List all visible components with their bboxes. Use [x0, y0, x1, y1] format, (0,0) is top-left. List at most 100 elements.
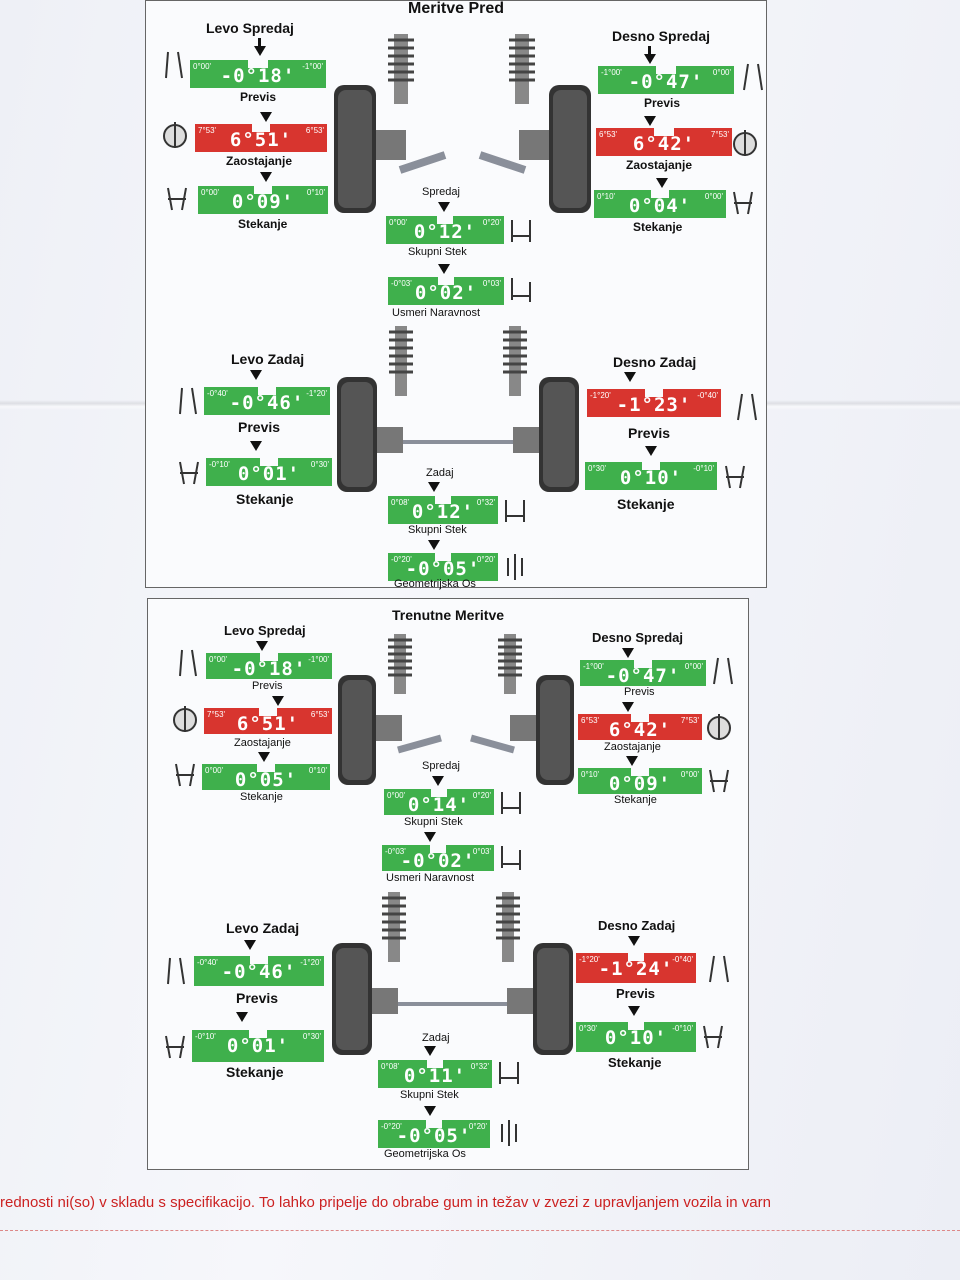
- gauge-label: Usmeri Naravnost: [392, 307, 481, 319]
- gauge-max: 0°32': [470, 1062, 489, 1071]
- gauge-label: Zaostajanje: [226, 154, 293, 168]
- gauge-rear-right-camber: 0°30'-0°10'0°10': [585, 462, 717, 490]
- gauge-min: 0°00': [209, 655, 228, 664]
- gauge-min: 0°10': [581, 770, 600, 779]
- gauge-max: 0°20': [468, 1122, 487, 1131]
- gauge-front-left-toe: 0°00'-1°00'-0°18': [206, 653, 332, 680]
- gauge-value: 0°09': [231, 191, 295, 213]
- gauge-value: 6°51': [229, 129, 293, 151]
- gauge-front-left-toe: 0°00'-1°00'-0°18': [190, 60, 326, 88]
- pointer-arrow: [424, 1106, 436, 1116]
- gauge-max: -0°40': [672, 955, 693, 964]
- gauge-front-right-toe: -1°00'0°00'-0°47': [580, 660, 706, 687]
- gauge-rear-right-toe: -1°20'-0°40'-1°23': [587, 389, 721, 417]
- pointer-arrow: [260, 172, 272, 182]
- gauge-label: Stekanje: [226, 1064, 284, 1080]
- gauge-value: 6°42': [608, 719, 672, 741]
- thrust-angle-icon: [501, 1120, 517, 1146]
- caster-wheel-icon: [173, 706, 197, 732]
- gauge-rear-left-toe: -0°40'-1°20'-0°46': [194, 956, 324, 986]
- gauge-max: -1°20': [306, 389, 327, 398]
- gauge-min: 0°00': [201, 188, 220, 197]
- gauge-min: 0°30': [588, 464, 607, 473]
- gauge-label: Geometrijska Os: [394, 578, 476, 590]
- gauge-front-right-toe: -1°00'0°00'-0°47': [598, 66, 734, 94]
- gauge-front-right-camber: 0°10'0°00'0°04': [594, 190, 726, 218]
- caster-wheel-icon: [163, 122, 187, 148]
- gauge-max: -0°10': [672, 1024, 693, 1033]
- pointer-arrow: [644, 54, 656, 64]
- pointer-arrow: [628, 936, 640, 946]
- pointer-arrow: [428, 482, 440, 492]
- gauge-value: 0°12': [413, 221, 477, 243]
- gauge-max: 0°10': [306, 188, 325, 197]
- rear-right-title: Desno Zadaj: [598, 918, 676, 933]
- gauge-min: -0°10': [195, 1032, 216, 1041]
- toe-icon: [709, 955, 729, 983]
- pointer-arrow: [244, 940, 256, 950]
- pointer-arrow: [250, 441, 262, 451]
- gauge-max: 0°00': [712, 68, 731, 77]
- pointer-arrow: [622, 648, 634, 658]
- gauge-label: Stekanje: [240, 791, 283, 803]
- pointer-arrow: [438, 264, 450, 274]
- pointer-arrow: [424, 1046, 436, 1056]
- gauge-value: 0°01': [226, 1035, 290, 1057]
- pointer-arrow: [250, 370, 262, 380]
- gauge-max: 7°53': [680, 716, 699, 725]
- gauge-max: 0°00': [704, 192, 723, 201]
- gauge-label: Skupni Stek: [408, 246, 467, 258]
- caster-wheel-icon: [707, 714, 731, 740]
- gauge-min: 0°10': [597, 192, 616, 201]
- gauge-min: -1°20': [579, 955, 600, 964]
- section-title: Trenutne Meritve: [392, 607, 505, 623]
- gauge-min: 0°30': [579, 1024, 598, 1033]
- pointer-arrow: [438, 202, 450, 212]
- gauge-label: Previs: [240, 90, 277, 104]
- gauge-min: -0°20': [381, 1122, 402, 1131]
- gauge-min: -0°20': [391, 555, 412, 564]
- gauge-max: -1°20': [300, 958, 321, 967]
- gauge-label: Skupni Stek: [400, 1089, 459, 1101]
- gauge-front-left-caster: 7°53'6°53'6°51': [204, 708, 332, 735]
- gauge-label: Previs: [644, 96, 681, 110]
- footer-divider: [0, 1230, 960, 1232]
- gauge-max: -0°10': [693, 464, 714, 473]
- gauge-value: -0°02': [400, 850, 476, 872]
- section-title: Meritve Pred: [408, 0, 505, 17]
- gauge-value: 6°51': [236, 713, 300, 735]
- gauge-value: 0°09': [608, 773, 672, 795]
- front-center-title: Spredaj: [422, 760, 460, 772]
- gauge-min: -1°20': [590, 391, 611, 400]
- gauge-front-right-camber: 0°10'0°00'0°09': [578, 768, 702, 795]
- gauge-min: 7°53': [198, 126, 217, 135]
- setback-icon: [511, 278, 531, 302]
- gauge-max: 0°30': [302, 1032, 321, 1041]
- gauge-label: Previs: [238, 419, 281, 435]
- gauge-label: Zaostajanje: [234, 737, 291, 749]
- front-right-title: Desno Spredaj: [592, 630, 684, 645]
- gauge-label: Previs: [624, 686, 655, 698]
- gauge-min: 0°00': [193, 62, 212, 71]
- gauge-front-total-toe: 0°00'0°20'0°12': [386, 216, 504, 244]
- pointer-arrow: [645, 446, 657, 456]
- gauge-label: Stekanje: [236, 491, 294, 507]
- gauge-max: 0°03': [482, 279, 501, 288]
- rear-left-title: Levo Zadaj: [231, 351, 305, 367]
- gauge-value: 0°14': [407, 794, 471, 816]
- rear-axle-diagram: [332, 892, 573, 1055]
- camber-icon: [167, 187, 187, 211]
- gauge-label: Zaostajanje: [604, 741, 661, 753]
- gauge-front-left-camber: 0°00'0°10'0°05': [202, 764, 330, 791]
- pointer-arrow: [656, 178, 668, 188]
- rear-right-title: Desno Zadaj: [613, 354, 697, 370]
- gauge-max: 6°53': [310, 710, 329, 719]
- gauge-max: 0°20': [482, 218, 501, 227]
- gauge-min: 0°00': [387, 791, 406, 800]
- camber-icon: [703, 1025, 723, 1049]
- rear-center-title: Zadaj: [422, 1032, 450, 1044]
- toe-icon: [737, 393, 757, 421]
- gauge-max: 0°20': [476, 555, 495, 564]
- gauge-front-setback: -0°03'0°03'-0°02': [382, 845, 494, 872]
- pointer-arrow: [272, 696, 284, 706]
